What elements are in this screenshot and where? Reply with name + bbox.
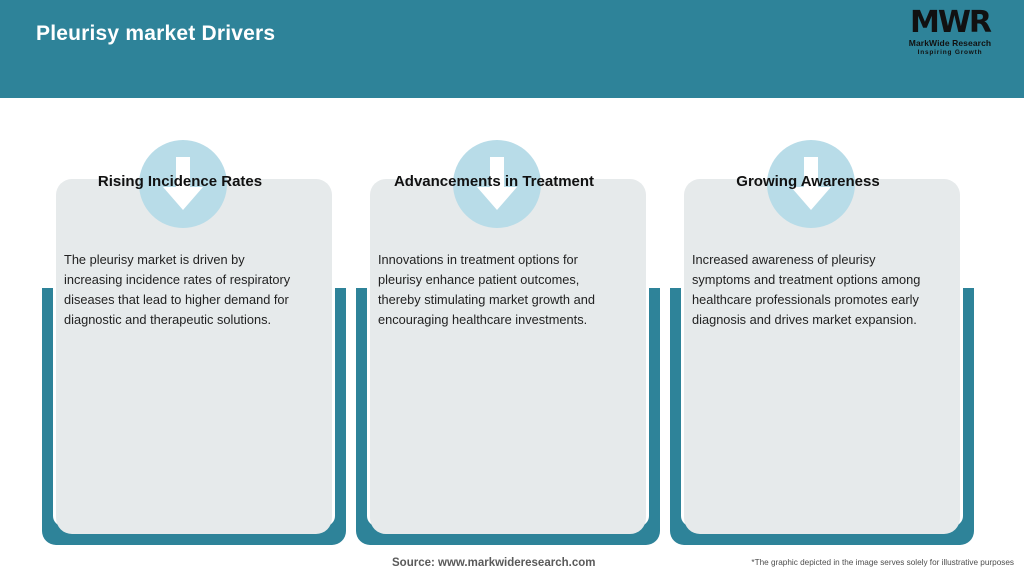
logo-company-name: MarkWide Research xyxy=(908,38,992,48)
arrow-down-icon xyxy=(453,140,541,228)
card-heading: Growing Awareness xyxy=(736,173,880,190)
driver-card: Growing Awareness Increased awareness of… xyxy=(670,98,974,545)
header-bar: Pleurisy market Drivers MWR MarkWide Res… xyxy=(0,0,1024,98)
driver-cards-row: Rising Incidence Rates The pleurisy mark… xyxy=(0,98,1024,545)
card-heading: Rising Incidence Rates xyxy=(97,173,263,190)
card-panel xyxy=(56,179,332,534)
arrow-down-icon xyxy=(139,140,227,228)
card-panel xyxy=(370,179,646,534)
logo-tagline: Inspiring Growth xyxy=(917,49,983,56)
page-title: Pleurisy market Drivers xyxy=(36,22,276,45)
card-body-text: Increased awareness of pleurisy symptoms… xyxy=(692,252,921,327)
source-label: Source: www.markwideresearch.com xyxy=(392,557,596,569)
card-body-text: Innovations in treatment options for ple… xyxy=(378,252,595,327)
markwide-research-logo: MWR MarkWide Research Inspiring Growth xyxy=(894,8,1006,60)
card-panel xyxy=(684,179,960,534)
driver-card: Rising Incidence Rates The pleurisy mark… xyxy=(42,98,346,545)
arrow-down-icon xyxy=(767,140,855,228)
card-body-text: The pleurisy market is driven by increas… xyxy=(64,252,291,327)
logo-monogram: MWR xyxy=(909,5,992,40)
disclaimer-note: *The graphic depicted in the image serve… xyxy=(751,558,1014,567)
driver-card: Advancements in Treatment Innovations in… xyxy=(356,98,660,545)
card-heading: Advancements in Treatment xyxy=(393,173,595,190)
